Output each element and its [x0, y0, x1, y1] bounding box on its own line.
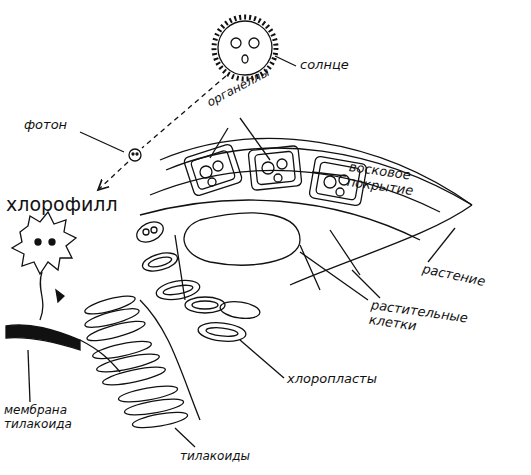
- part-label: органеллы: [205, 66, 272, 110]
- part-label: растение: [421, 262, 487, 290]
- part-label: фотон: [24, 118, 67, 133]
- part-label: растительные клетки: [368, 298, 471, 342]
- part-label: хлоропласты: [287, 372, 377, 387]
- part-label: восковое покрытие: [346, 160, 439, 202]
- part-label: хлорофилл: [6, 194, 118, 216]
- part-label: тилакоиды: [180, 450, 250, 464]
- part-label: солнце: [300, 58, 349, 73]
- part-label: мембрана тилакоида: [4, 404, 86, 432]
